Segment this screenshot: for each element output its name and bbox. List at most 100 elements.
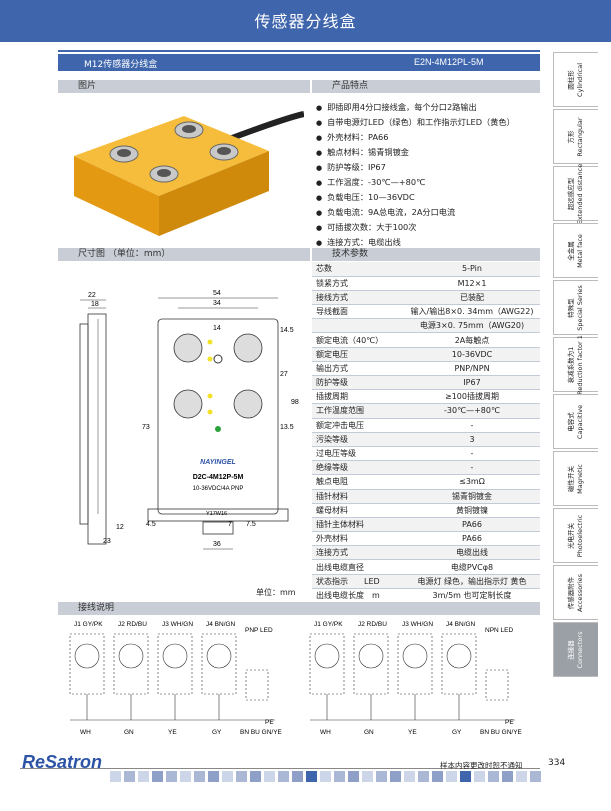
spec-value: PNP/NPN: [454, 363, 490, 373]
spec-value: ≥100插拔周期: [445, 392, 499, 402]
spec-key: 插针主体材料: [316, 519, 364, 529]
spec-row: 额定电压 10-36VDC: [312, 347, 540, 362]
wire-label: YE: [408, 729, 417, 736]
spec-key: 状态指示 LED: [316, 576, 380, 586]
spec-row: 过电压等级-: [312, 446, 540, 461]
spec-row: 电源3×0. 75mm（AWG20): [312, 318, 540, 333]
spec-row: 额定电流（40℃）2A每触点: [312, 333, 540, 348]
spec-key: [312, 319, 404, 333]
footer-square: [180, 771, 191, 782]
spec-value: PA66: [462, 519, 482, 529]
footer-square: [320, 771, 331, 782]
wire-label: WH: [80, 729, 91, 736]
spec-key: 螺母材料: [316, 505, 348, 515]
spec-value: M12×1: [457, 278, 487, 288]
spec-value: 电缆PVCφ8: [450, 562, 494, 572]
footer-square: [404, 771, 415, 782]
port-label: J4 BN/GN: [206, 621, 236, 628]
spec-value: 3m/5m 也可定制长度: [432, 590, 512, 600]
section-wiring: 接线说明: [58, 602, 540, 615]
port-label: J2 RD/BU: [118, 621, 147, 628]
model-code: E2N-4M12PL-5M: [414, 57, 484, 67]
footer-square: [362, 771, 373, 782]
footer-square: [236, 771, 247, 782]
spec-key: 额定冲击电压: [316, 420, 364, 430]
spec-key: 插拔周期: [316, 392, 348, 402]
connector-icon: [446, 643, 472, 669]
wire-label: GN: [124, 729, 134, 736]
port-label: J3 WH/GN: [402, 621, 433, 628]
footer-square: [194, 771, 205, 782]
brand-logo: ReSatron: [22, 752, 103, 772]
spec-value: 10-36VDC: [451, 349, 493, 359]
connector-icon: [358, 643, 384, 669]
footer-square: [530, 771, 541, 782]
spec-row: 额定冲击电压-: [312, 418, 540, 433]
spec-row: 出线电缆直径 电缆PVCφ8: [312, 560, 540, 575]
spec-value: 黄铜镀镍: [456, 505, 488, 515]
svg-text:23: 23: [103, 538, 111, 545]
drawing-spec: 10-36VDC/4A PNP: [193, 486, 244, 492]
spec-key: 绝缘等级: [316, 463, 348, 473]
port-label: J1 GY/PK: [74, 621, 103, 628]
footer-square: [166, 771, 177, 782]
feature-item: 可插拔次数：大于100次: [316, 220, 542, 235]
section-tech: 技术参数: [312, 248, 540, 261]
connector-icon: [74, 643, 100, 669]
footer-square: [292, 771, 303, 782]
footer-square: [250, 771, 261, 782]
spec-value: 输入/输出8×0. 34mm（AWG22): [410, 307, 534, 317]
spec-row: 接线方式已装配: [312, 290, 540, 305]
feature-item: 自带电源灯LED（绿色）和工作指示灯LED（黄色）: [316, 115, 542, 130]
spec-key: 工作温度范围: [316, 406, 364, 416]
feature-item: 负载电压：10—36VDC: [316, 190, 542, 205]
svg-text:98: 98: [291, 399, 299, 406]
spec-row: 导线截面 输入/输出8×0. 34mm（AWG22): [312, 305, 540, 319]
spec-value: -: [470, 463, 474, 473]
spec-key: 额定电压: [316, 349, 348, 359]
port-label: J4 BN/GN: [446, 621, 476, 628]
spec-row: 工作温度范围-30℃—+80℃: [312, 403, 540, 419]
spec-key: 出线电缆直径: [316, 562, 364, 572]
svg-text:12: 12: [116, 524, 124, 531]
spec-key: 导线截面: [316, 307, 348, 317]
svg-text:7.5: 7.5: [246, 521, 256, 528]
footer-rule: [20, 768, 540, 769]
footer-square: [502, 771, 513, 782]
svg-text:18: 18: [91, 301, 99, 308]
port-box: [69, 633, 105, 695]
footer-square: [152, 771, 163, 782]
footer-square: [222, 771, 233, 782]
feature-item: 触点材料：锡青铜镀金: [316, 145, 542, 160]
port-box: [309, 633, 345, 695]
svg-text:7: 7: [228, 521, 232, 528]
footer-square: [376, 771, 387, 782]
spec-row: 插针主体材料 PA66: [312, 517, 540, 532]
spec-value: 电缆出线: [456, 548, 488, 558]
port-box: [353, 633, 389, 695]
footer-square: [306, 771, 317, 782]
port-label: J1 GY/PK: [314, 621, 343, 628]
drawing-brand: NAYINGEL: [200, 459, 236, 466]
footer-square: [278, 771, 289, 782]
footer-square: [138, 771, 149, 782]
spec-value: -: [470, 449, 474, 459]
drawing-model: D2C-4M12P-5M: [193, 474, 244, 481]
spec-value: IP67: [463, 378, 481, 388]
svg-text:22: 22: [88, 292, 96, 299]
spec-key: 外壳材料: [316, 534, 348, 544]
